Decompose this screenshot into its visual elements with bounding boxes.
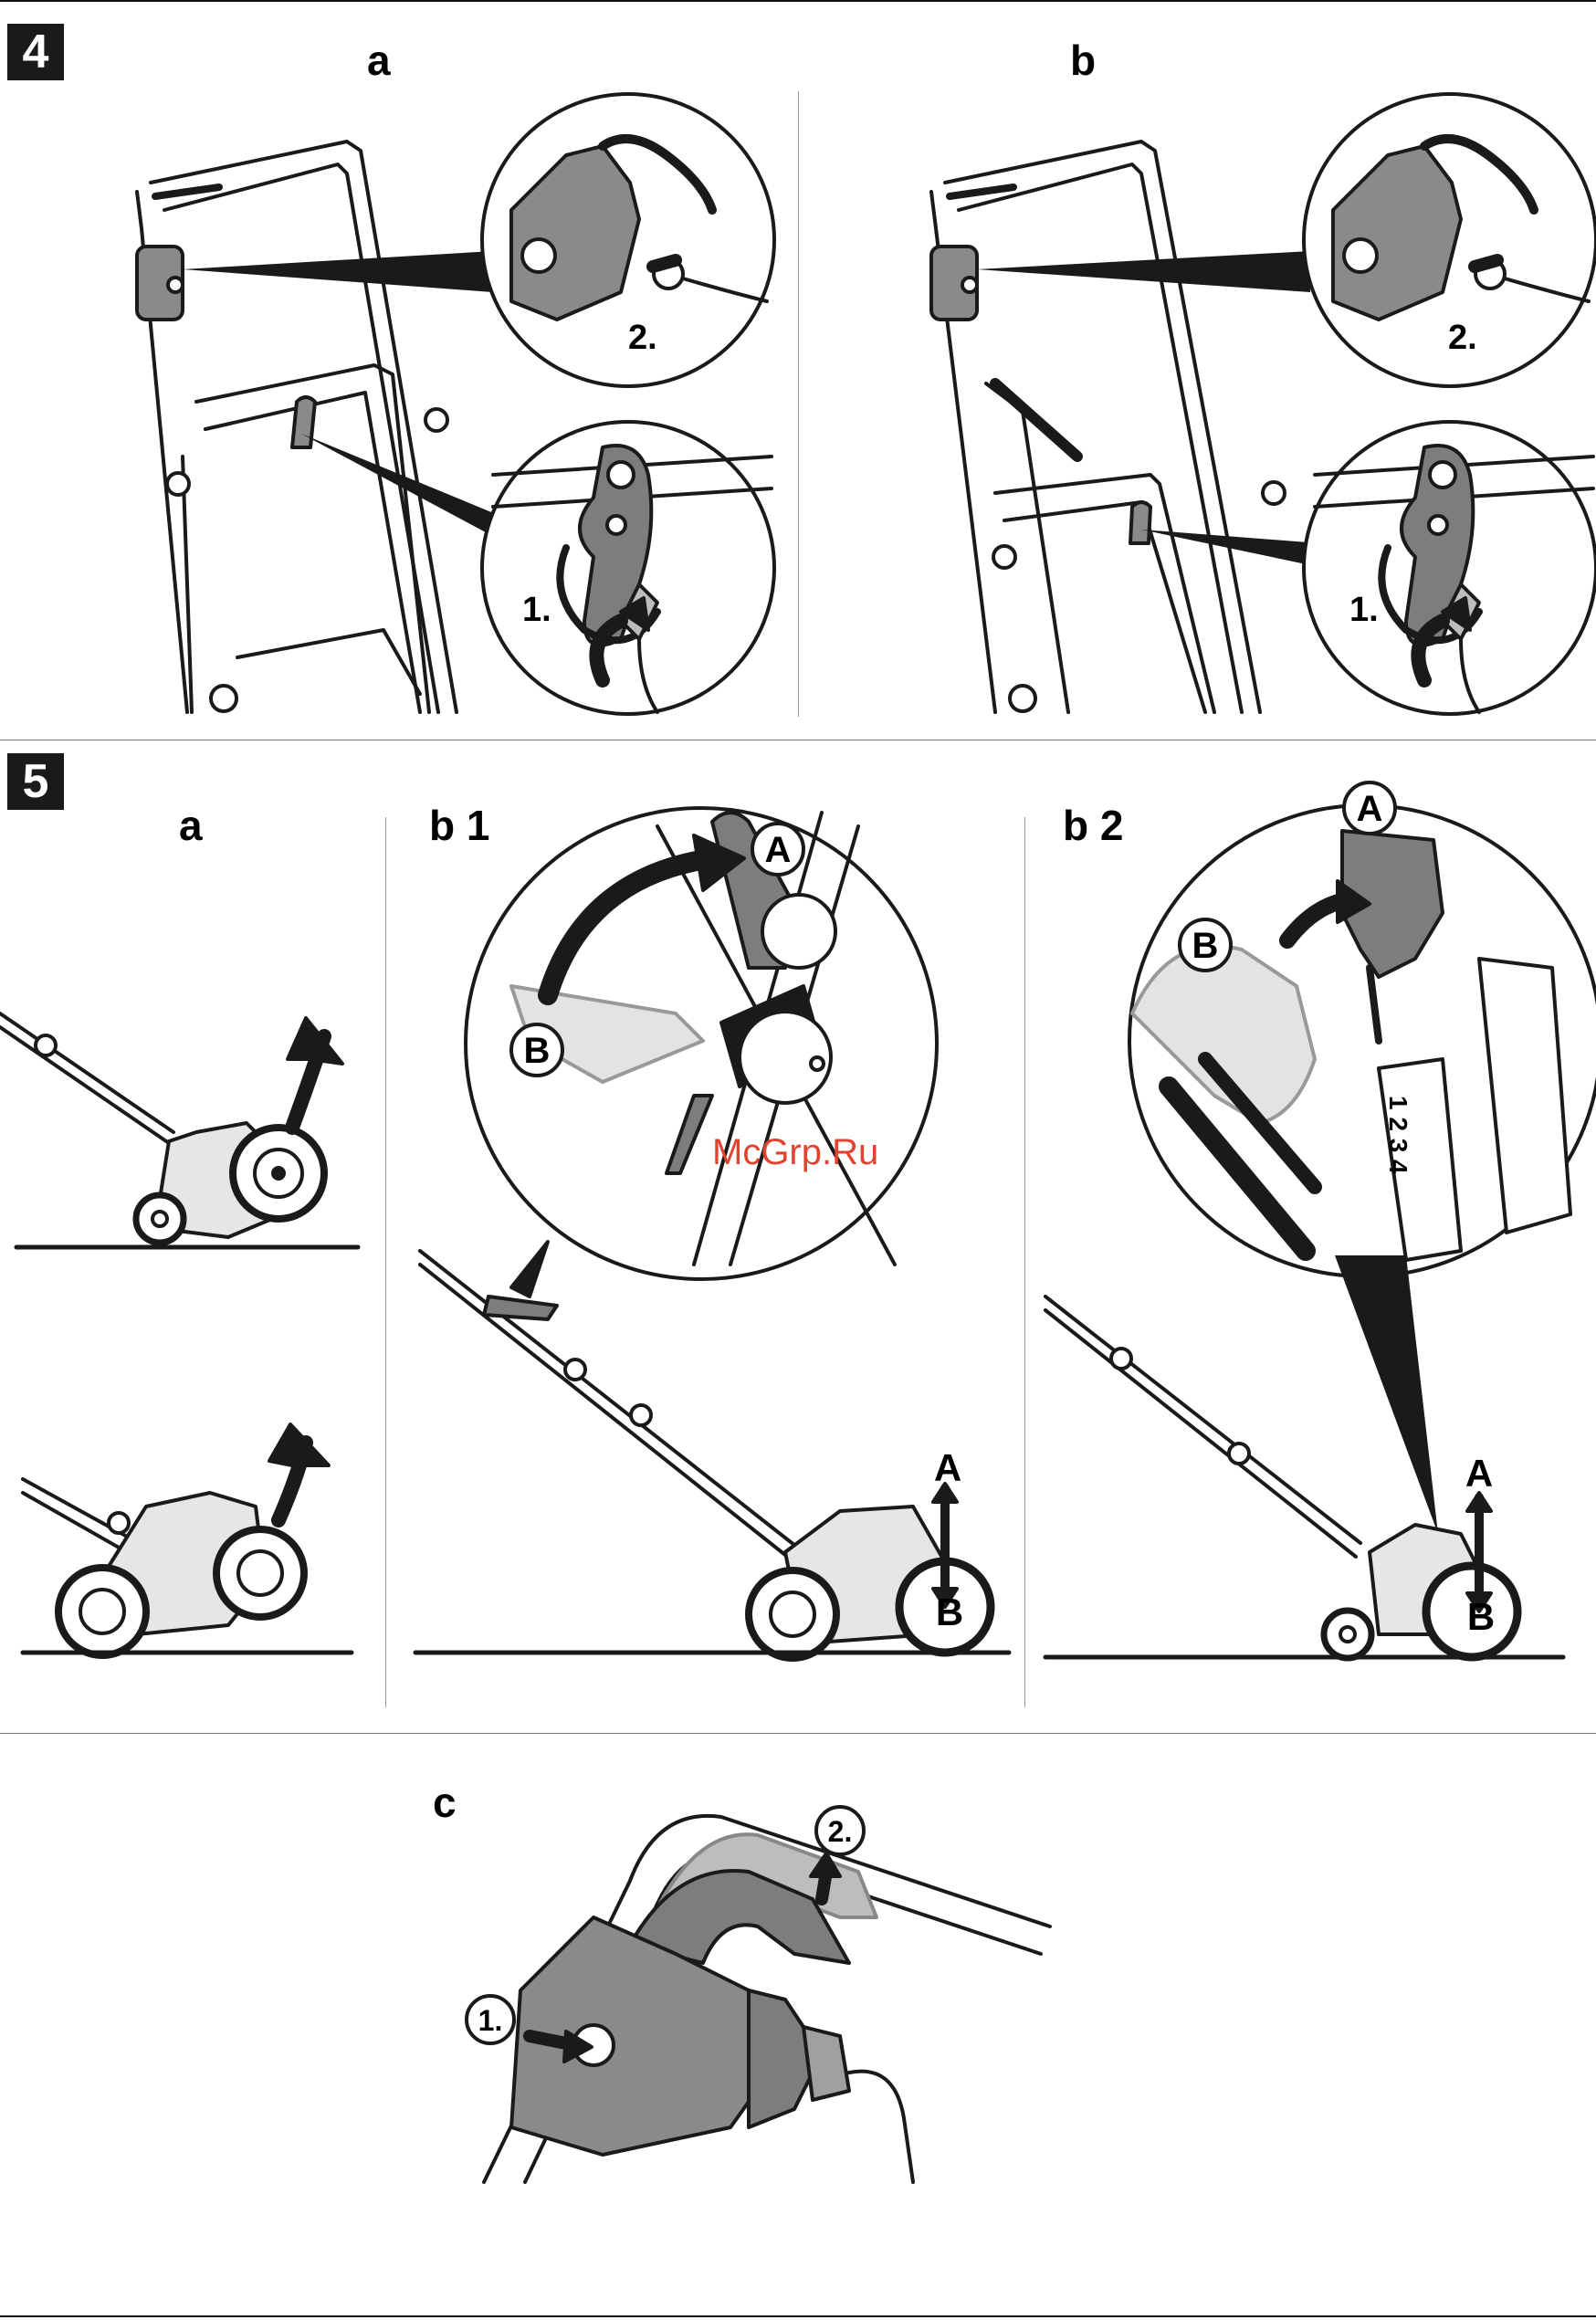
fig5b2-lever-up-label: A [1357,789,1383,829]
fig5b2-lever-down-badge: B [1180,919,1231,971]
fig5c-press-badge: 1. [467,1996,514,2043]
fig5c-handle-plug [484,1816,1050,2182]
fig5b1-lever-down-label: B [524,1031,551,1071]
watermark: McGrp.Ru [712,1132,878,1173]
fig5b2-lever-down-label: B [1192,926,1219,966]
fig5b2-lever-up-badge: A [1344,782,1395,834]
fig5c-lift-badge: 2. [816,1807,864,1854]
fig5a-bottom-mower [23,1424,352,1655]
fig5c-press-label: 1. [478,2004,503,2037]
fig5a-top-mower [0,1013,358,1247]
fig5c-lift-label: 2. [828,1815,853,1848]
fig5b2-height-scale: 1 2 3 4 [1384,1096,1412,1174]
fig5b2-arrow-down-label: B [1467,1595,1495,1638]
fig5b1-mower [415,1251,1009,1658]
fig5b2-zoom-lever [1129,805,1596,1276]
fig5b1-lever-up-label: A [765,830,792,870]
fig5b1-lever-down-badge: B [511,1024,562,1076]
fig5b1-arrow-down-label: B [936,1590,963,1633]
fig5b1-arrow-up-label: A [934,1446,961,1489]
fig5b1-lever-up-badge: A [752,824,803,875]
fig5b2-arrow-up-label: A [1465,1452,1493,1495]
